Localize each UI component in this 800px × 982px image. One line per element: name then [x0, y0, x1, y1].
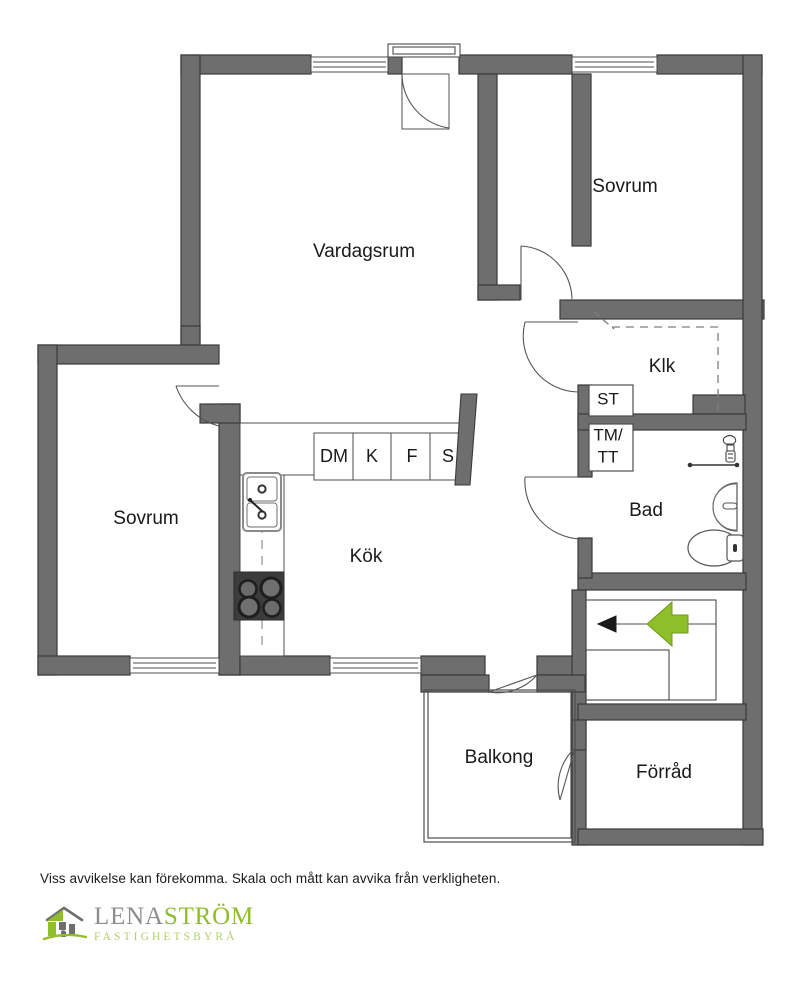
- wall-bedroom-kitchen: [218, 403, 241, 676]
- wall-exterior-left: [37, 344, 58, 676]
- wall-top-mid2: [458, 54, 573, 75]
- window-bedroom-left: [129, 657, 220, 674]
- door-forrad-side: [557, 747, 576, 801]
- door-bad: [524, 476, 581, 540]
- utility-boxes: [588, 384, 634, 472]
- logo-company-name: LENASTRÖM: [94, 904, 254, 929]
- room-label-balkong: Balkong: [465, 747, 534, 768]
- kitchen-fixtures: [233, 393, 478, 657]
- toilet: [687, 529, 744, 567]
- windows-group: [129, 56, 658, 674]
- klk-shelf-dashed: [612, 326, 719, 412]
- wall-living-kitchen: [199, 403, 241, 424]
- appliance-label-s: S: [442, 446, 454, 466]
- appliance-box-f: [390, 432, 431, 481]
- floor-plan-canvas: Vardagsrum Sovrum Sovrum Kök Klk Bad Bal…: [37, 43, 765, 846]
- utility-label-st: ST: [597, 389, 619, 408]
- wall-top-mid: [387, 54, 403, 75]
- appliance-label-dm: DM: [320, 446, 348, 466]
- appliance-label-f: F: [407, 446, 418, 466]
- towel-rail: [687, 462, 740, 468]
- footer: Viss avvikelse kan förekomma. Skala och …: [0, 860, 800, 982]
- wall-balcony-entry-jog: [571, 719, 587, 751]
- company-logo: LENASTRÖM FASTIGHETSBYRÅ: [42, 903, 254, 943]
- box-st: [588, 384, 634, 417]
- wall-exterior-right: [742, 54, 763, 846]
- room-labels: Vardagsrum Sovrum Sovrum Kök Klk Bad Bal…: [113, 176, 692, 783]
- room-label-klk: Klk: [649, 356, 676, 377]
- logo-text-block: LENASTRÖM FASTIGHETSBYRÅ: [94, 903, 254, 943]
- sink-drain-upper: [257, 484, 267, 494]
- utility-labels: ST TM/ TT: [593, 389, 623, 466]
- window-living-top: [310, 56, 389, 73]
- door-entry-top: [387, 43, 461, 130]
- door-klk: [522, 321, 579, 393]
- wall-entry-forrad: [577, 703, 747, 721]
- balcony-rail-inner: [427, 691, 572, 839]
- wall-klk-right: [692, 394, 746, 415]
- klk-fixtures: [593, 311, 719, 412]
- door-balcony: [488, 674, 538, 694]
- window-kitchen: [329, 657, 422, 674]
- kitchen-stove: [233, 571, 285, 621]
- entry-arrow-icon: [646, 600, 689, 648]
- appliance-label-k: K: [366, 446, 378, 466]
- wall-hall-stub-a: [477, 284, 521, 301]
- entry-area: [585, 599, 717, 701]
- appliance-box-k: [352, 432, 392, 481]
- wall-living-left: [180, 54, 201, 346]
- utility-label-tm: TM/: [593, 425, 623, 444]
- room-label-vardagsrum: Vardagsrum: [313, 241, 415, 262]
- bathroom-washbasin: [712, 482, 738, 532]
- wall-forrad-bottom: [577, 828, 764, 846]
- box-tm-tt: [588, 423, 634, 472]
- wall-bad-bottom: [577, 572, 747, 591]
- wall-above-klk: [559, 299, 765, 320]
- wall-bedroom-top-left: [571, 73, 592, 247]
- bathroom-fixtures: [687, 434, 744, 567]
- wall-kitchen-bottom-b: [420, 655, 486, 676]
- wall-bedroom-left-top: [37, 344, 220, 365]
- entry-inner-rect-b: [585, 649, 670, 701]
- disclaimer-text: Viss avvikelse kan förekomma. Skala och …: [40, 871, 501, 886]
- shower-head: [722, 434, 737, 463]
- sink-faucet: [249, 499, 264, 513]
- wall-kitchen-bottom-a: [239, 655, 331, 676]
- room-label-sovrum-left: Sovrum: [113, 508, 178, 529]
- walls-group: [37, 54, 765, 846]
- wall-bath-left-lower: [577, 537, 593, 579]
- house-logo-icon: [42, 906, 88, 941]
- floor-plan-drawing: Vardagsrum Sovrum Sovrum Kök Klk Bad Bal…: [37, 43, 765, 846]
- klk-hanger-diagonal: [593, 311, 615, 330]
- room-label-sovrum-top: Sovrum: [592, 176, 657, 197]
- window-bedroom-top: [571, 56, 658, 73]
- door-bedroom-top: [520, 245, 573, 300]
- balcony-outline: [423, 689, 576, 843]
- kitchen-sink: [242, 472, 282, 532]
- logo-name-part1: LENA: [94, 903, 164, 930]
- logo-tagline: FASTIGHETSBYRÅ: [94, 931, 238, 943]
- wall-living-right-upper: [477, 73, 498, 301]
- utility-label-tt: TT: [598, 447, 619, 466]
- doors-group: [175, 43, 581, 801]
- appliance-labels: DM K F S: [320, 446, 454, 466]
- wall-kitchen-counter-end: [454, 393, 478, 486]
- room-label-bad: Bad: [629, 500, 663, 521]
- sink-drain-lower: [257, 510, 267, 520]
- door-bedroom-left: [175, 385, 220, 427]
- entry-direction-marker: [596, 615, 617, 633]
- wall-living-left-bottom-cap: [180, 325, 201, 346]
- wall-bedroom-left-bottom-a: [37, 655, 131, 676]
- room-label-forrad: Förråd: [636, 762, 692, 783]
- room-label-kok: Kök: [350, 546, 383, 567]
- logo-name-part2: STRÖM: [163, 903, 254, 930]
- balcony-rail-outer: [423, 689, 576, 843]
